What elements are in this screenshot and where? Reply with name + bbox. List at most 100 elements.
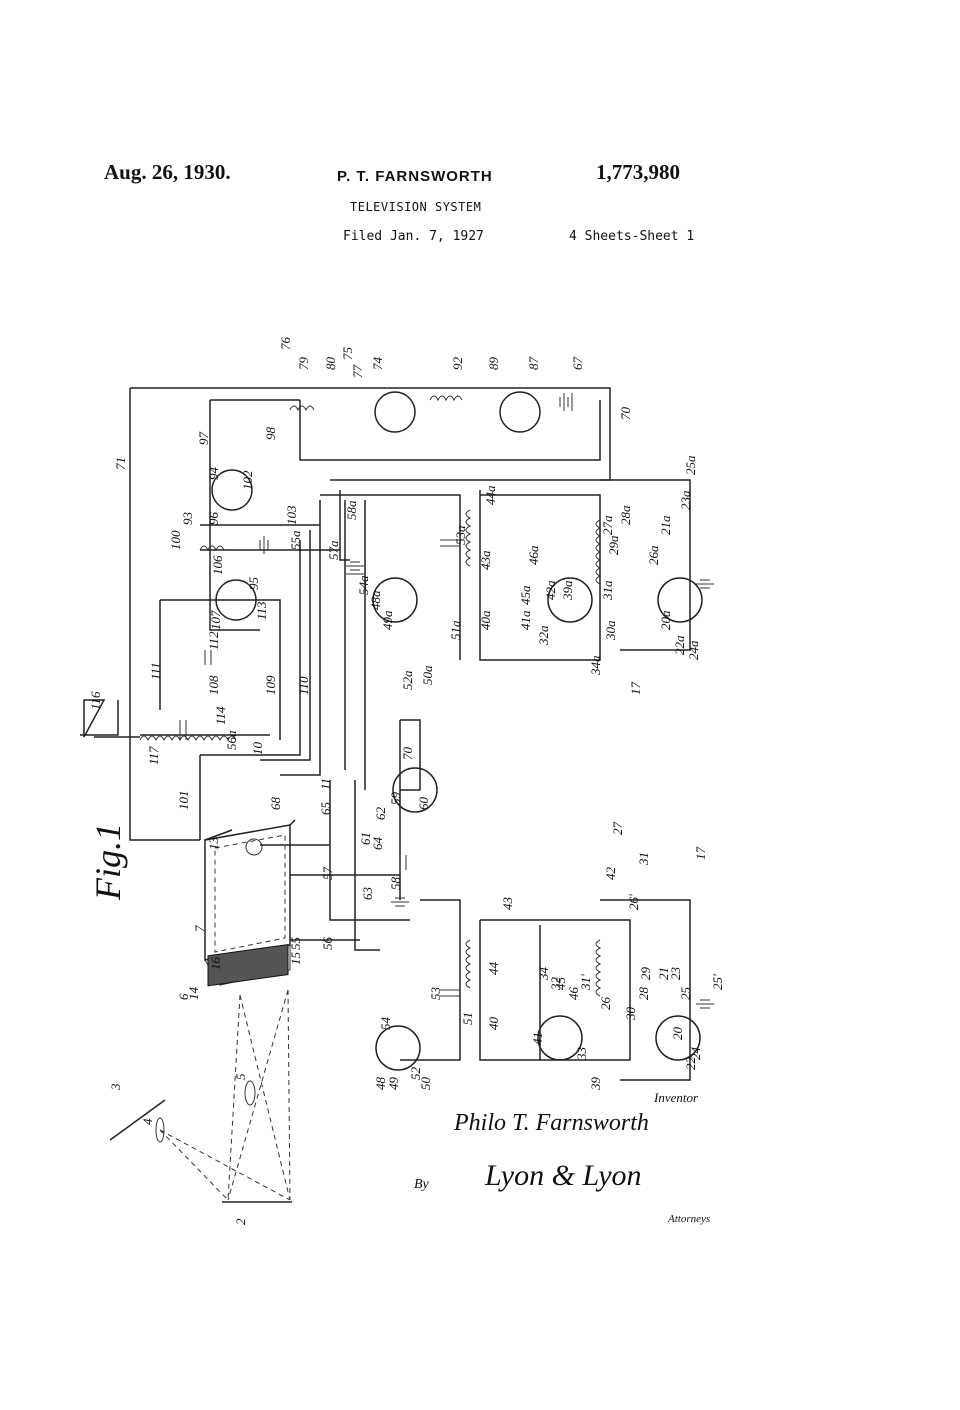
ref-numeral: 2 (233, 1218, 248, 1225)
ref-numeral: 94 (206, 467, 221, 481)
ref-numeral: 41a (518, 610, 533, 630)
ref-numeral: 54 (378, 1017, 393, 1031)
ref-numeral: 62 (373, 807, 388, 821)
ref-numeral: 23 (668, 967, 683, 981)
ref-numeral: 42 (603, 867, 618, 881)
ref-numeral: 55a (288, 530, 303, 550)
ref-numeral: 70 (618, 407, 633, 421)
ref-numeral: 96 (206, 512, 221, 526)
ref-numeral: 10 (250, 742, 265, 756)
ref-numeral: 116 (88, 691, 103, 710)
circuit-wires (80, 387, 691, 1081)
ref-numeral: 34a (588, 655, 603, 676)
ref-numeral: 49 (386, 1077, 401, 1091)
ref-numeral: 52a (400, 670, 415, 690)
ref-numeral: 26' (626, 894, 641, 910)
ref-numeral: 50a (420, 665, 435, 685)
ref-numeral: 16 (208, 957, 223, 971)
ref-numeral: 14 (186, 987, 201, 1001)
ref-numeral: 68 (268, 797, 283, 811)
ref-numeral: 34 (536, 967, 551, 982)
ref-numeral: 51a (448, 620, 463, 640)
figure-label: Fig.1 (88, 823, 128, 901)
ref-numeral: 101 (176, 791, 191, 811)
ref-numeral: 17 (693, 847, 708, 861)
ref-numeral: 26 (598, 997, 613, 1011)
patent-title: TELEVISION SYSTEM (350, 200, 482, 214)
ref-numeral: 40a (478, 610, 493, 630)
reference-numerals-optics: 3 4 5 2 (108, 1073, 248, 1225)
ref-numeral: 29a (606, 535, 621, 555)
ref-numeral: 45 (553, 977, 568, 991)
ref-numeral: 57 (320, 867, 335, 881)
ref-numeral: 77 (350, 365, 365, 379)
ref-numeral: 31 (636, 852, 651, 866)
ref-numeral: 92 (450, 357, 465, 371)
ref-numeral: 60 (416, 797, 431, 811)
ref-numeral: 87 (526, 357, 541, 371)
ref-numeral: 4 (140, 1118, 155, 1125)
ref-numeral: 64 (370, 837, 385, 851)
ref-numeral: 51 (460, 1012, 475, 1025)
ref-numeral: 25' (710, 974, 725, 990)
filed-date: Filed Jan. 7, 1927 (343, 229, 484, 244)
ref-numeral: 30a (603, 620, 618, 641)
ref-numeral: 46 (566, 987, 581, 1001)
ref-numeral: 22 (683, 1057, 698, 1071)
ref-numeral: 31' (578, 974, 593, 991)
signature-block: Inventor Philo T. Farnsworth By Lyon & L… (414, 1090, 710, 1225)
ref-numeral: 57a (326, 540, 341, 560)
ref-numeral: 26a (646, 545, 661, 565)
ref-numeral: 55 (288, 937, 303, 951)
ref-numeral: 27a (600, 515, 615, 535)
ref-numeral: 30 (623, 1007, 638, 1022)
ref-numeral: 28 (636, 987, 651, 1001)
ref-numeral: 100 (168, 530, 183, 550)
ref-numeral: 28a (618, 505, 633, 525)
vacuum-tubes (211, 391, 703, 1071)
ref-numeral: 45a (518, 585, 533, 605)
inventor-signature: Philo T. Farnsworth (453, 1110, 649, 1136)
ref-numeral: 46a (526, 545, 541, 565)
ref-numeral: 110 (296, 676, 311, 695)
attorney-signature: Lyon & Lyon (484, 1159, 642, 1192)
ref-numeral: 39a (560, 580, 575, 601)
ref-numeral: 7 (192, 925, 207, 932)
ref-numeral: 93 (180, 512, 195, 526)
ref-numeral: 89 (486, 357, 501, 371)
ref-numeral: 53 (428, 987, 443, 1001)
ref-numeral: 109 (263, 675, 278, 695)
ref-numeral: 44 (486, 962, 501, 976)
ref-numeral: 49a (380, 610, 395, 630)
ref-numeral: 13 (206, 837, 221, 851)
ref-numeral: 61 (358, 832, 373, 845)
ref-numeral: 71 (113, 457, 128, 470)
ref-numeral: 102 (240, 470, 255, 490)
ref-numeral: 41 (530, 1032, 545, 1045)
ref-numeral: 114 (213, 706, 228, 725)
ref-numeral: 5 (233, 1073, 248, 1080)
ref-numeral: 20a (658, 610, 673, 630)
ref-numeral: 24 (688, 1047, 703, 1061)
ref-numeral: 59 (388, 792, 403, 806)
ref-numeral: 3 (108, 1083, 123, 1091)
ref-numeral: 21 (656, 967, 671, 980)
ref-numeral: 97 (196, 432, 211, 446)
ref-numeral: 32 (548, 977, 563, 992)
ref-numeral: 103 (284, 505, 299, 525)
patent-date: Aug. 26, 1930. (104, 160, 231, 184)
attorneys-label: Attorneys (667, 1213, 710, 1225)
ref-numeral: 33 (574, 1047, 589, 1062)
ref-numeral: 65 (318, 802, 333, 816)
ref-numeral: 106 (210, 555, 225, 575)
ref-numeral: 43a (478, 550, 493, 570)
ref-numeral: 39 (588, 1077, 603, 1092)
batteries (259, 393, 714, 1009)
ref-numeral: 48a (368, 590, 383, 610)
ref-numeral: 52 (408, 1067, 423, 1081)
optical-path (109, 989, 292, 1203)
ref-numeral: 23a (678, 490, 693, 510)
inventor-header: P. T. FARNSWORTH (337, 168, 493, 185)
